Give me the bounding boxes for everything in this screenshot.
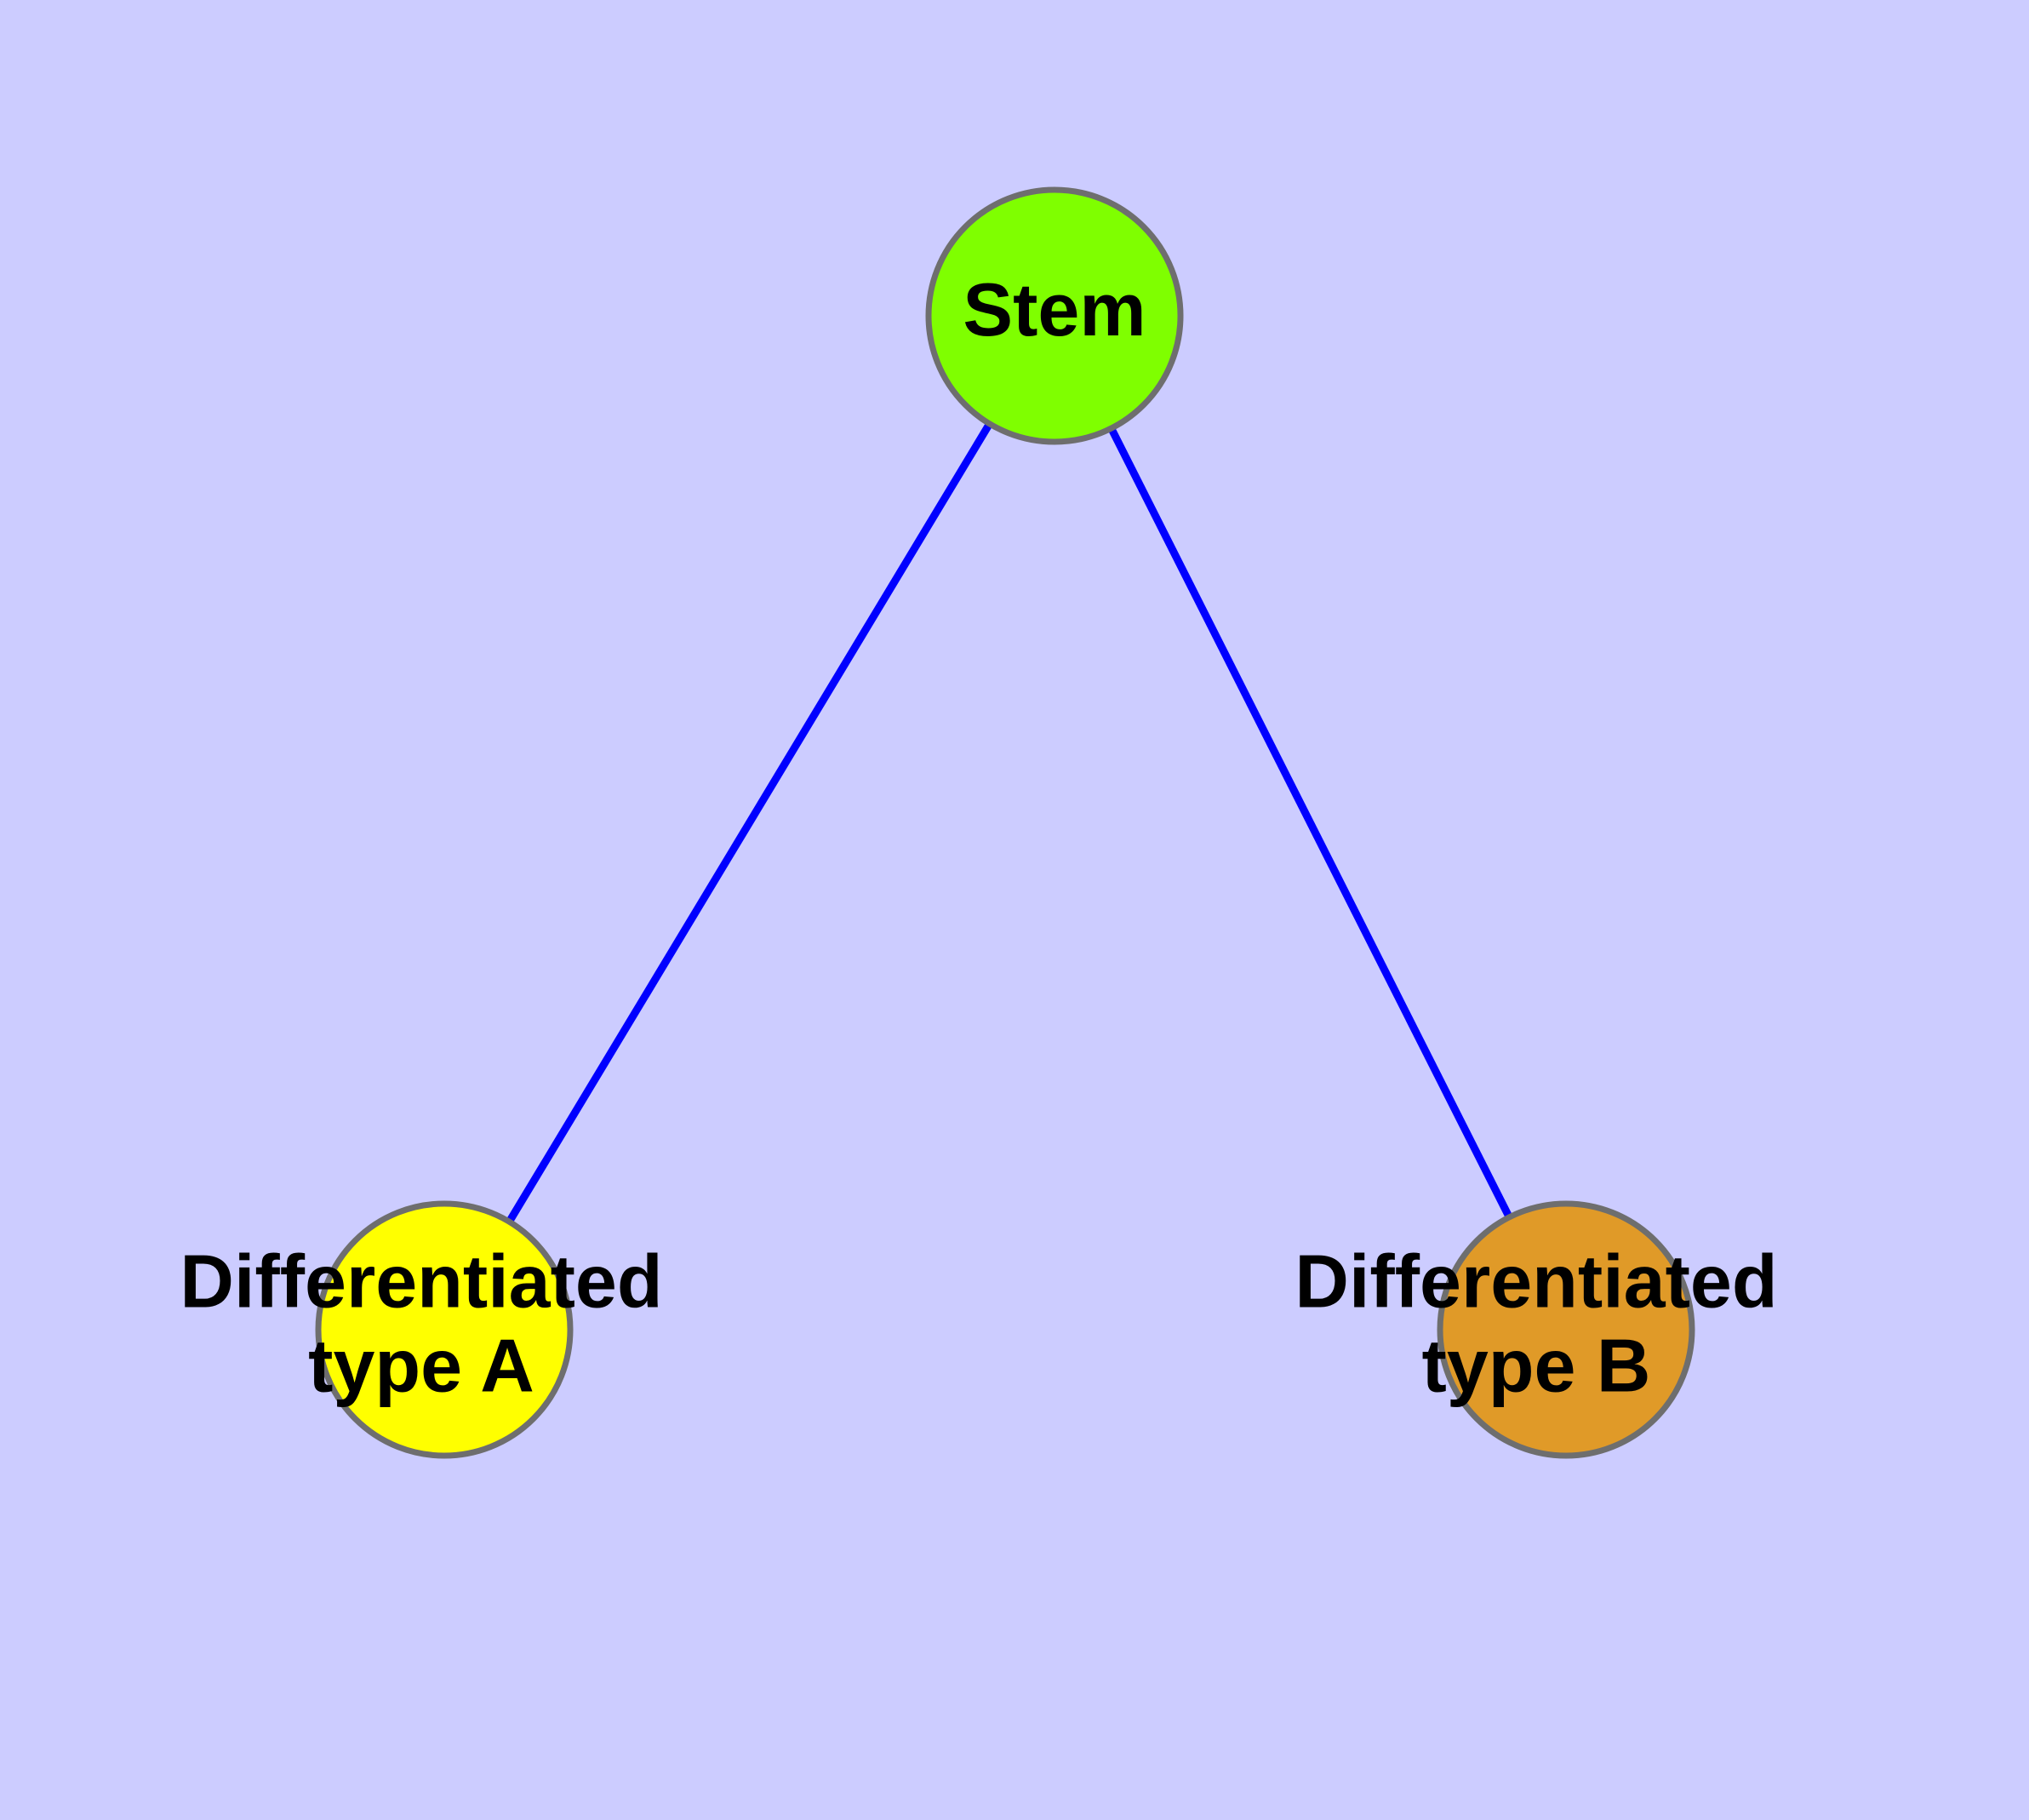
node-label-line: Differentiated [1295,1239,1777,1324]
node-label-line: Stem [963,267,1146,352]
graph-node-stem[interactable]: Stem [925,186,1184,445]
graph-edge-stem-to-diff-b[interactable] [1050,313,1570,1332]
node-circle-stem[interactable] [925,186,1184,445]
graph-edge-stem-to-diff-a[interactable] [441,313,1058,1332]
node-label-line: type A [308,1324,534,1408]
node-label-line: Differentiated [180,1239,662,1324]
node-circle-diff-b[interactable] [1437,1200,1695,1459]
node-label-stem: Stem [963,267,1146,352]
edges-layer [441,313,1570,1332]
node-circle-diff-a[interactable] [315,1200,574,1459]
node-label-line: type B [1422,1324,1651,1408]
